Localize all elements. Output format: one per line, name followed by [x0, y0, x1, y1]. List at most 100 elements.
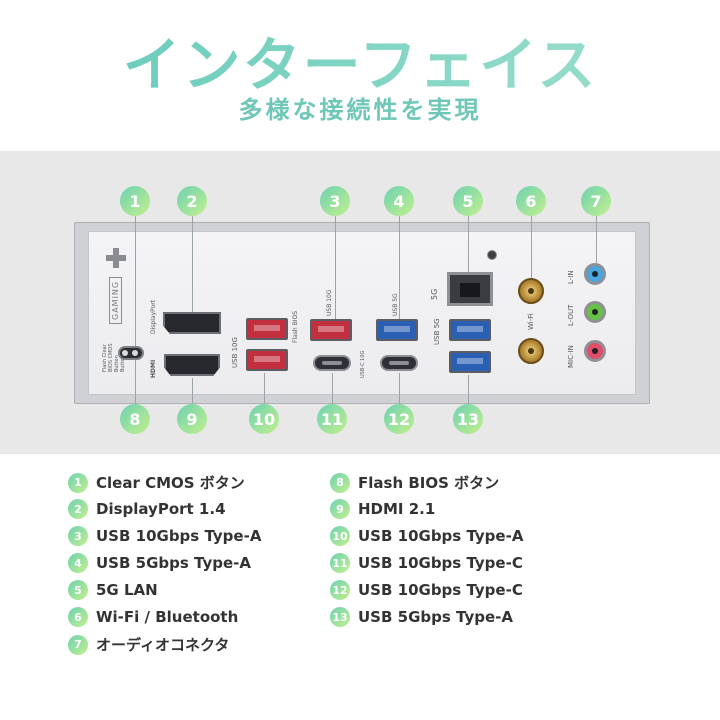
legend-item-11: 11 USB 10Gbps Type-C — [330, 553, 523, 573]
usb-10g-type-a-port — [310, 319, 352, 341]
wifi-label: Wi-Fi — [527, 313, 535, 330]
legend-text: 5G LAN — [96, 581, 158, 599]
line-in-label: L-IN — [567, 270, 575, 284]
legend-text: Clear CMOS ボタン — [96, 474, 245, 492]
leader-line-8 — [135, 360, 136, 404]
legend-text: オーディオコネクタ — [96, 636, 230, 654]
legend-text: Wi-Fi / Bluetooth — [96, 608, 239, 626]
legend-text: USB 10Gbps Type-C — [358, 581, 523, 599]
leader-line-12 — [399, 373, 400, 404]
gaming-logo: GAMING — [103, 248, 129, 328]
callout-badge-12: 12 — [384, 404, 414, 434]
cmos-button-label: Flash Clear BIOS CMOS Button Button — [102, 343, 126, 372]
lan-port — [447, 272, 493, 306]
displayport-port — [163, 312, 221, 334]
legend-text: Flash BIOS ボタン — [358, 474, 500, 492]
usb-5g-type-a-port — [376, 319, 418, 341]
legend-text: USB 5Gbps Type-A — [358, 608, 513, 626]
callout-badge-10: 10 — [249, 404, 279, 434]
legend-badge: 7 — [68, 634, 88, 655]
legend-item-7: 7 オーディオコネクタ — [68, 634, 229, 655]
legend-text: USB 10Gbps Type-A — [96, 527, 262, 545]
usb-c-port-left — [313, 355, 351, 371]
clear-cmos-button[interactable] — [118, 346, 144, 360]
leader-line-2 — [192, 216, 193, 312]
usb-10g-type-a-port-bottom — [246, 349, 288, 371]
legend-text: USB 10Gbps Type-A — [358, 527, 524, 545]
usbc-10g-label: USB-C 10G — [360, 350, 366, 378]
callout-badge-9: 9 — [177, 404, 207, 434]
callout-badge-1: 1 — [120, 186, 150, 216]
mic-in-label: MIC-IN — [567, 345, 575, 368]
legend-badge: 9 — [330, 499, 350, 519]
legend-text: USB 5Gbps Type-A — [96, 554, 251, 572]
legend-badge: 12 — [330, 580, 350, 600]
leader-line-10 — [264, 373, 265, 404]
leader-line-1 — [135, 216, 136, 346]
line-in-jack — [584, 263, 606, 285]
dpad-icon — [106, 248, 126, 268]
page-subtitle: 多様な接続性を実現 — [238, 96, 482, 124]
line-out-jack — [584, 301, 606, 323]
leader-line-5 — [468, 216, 469, 272]
leader-line-11 — [332, 373, 333, 404]
legend-item-9: 9 HDMI 2.1 — [330, 499, 435, 519]
legend-item-10: 10 USB 10Gbps Type-A — [330, 526, 523, 546]
legend-badge: 5 — [68, 580, 88, 600]
callout-badge-11: 11 — [317, 404, 347, 434]
wifi-antenna-connector-top — [518, 278, 544, 304]
mic-in-jack — [584, 340, 606, 362]
callout-badge-4: 4 — [384, 186, 414, 216]
legend-badge: 6 — [68, 607, 88, 627]
flash-bios-label: Flash BIOS — [292, 310, 299, 343]
hdmi-port — [164, 354, 220, 376]
screw-icon — [487, 250, 497, 260]
usb-10g-top-label: USB 10G — [326, 289, 333, 316]
legend-item-1: 1 Clear CMOS ボタン — [68, 472, 245, 493]
leader-line-6 — [531, 216, 532, 278]
legend-badge: 11 — [330, 553, 350, 573]
legend-item-12: 12 USB 10Gbps Type-C — [330, 580, 523, 600]
legend-text: DisplayPort 1.4 — [96, 500, 226, 518]
usb-5g-top-label: USB 5G — [392, 293, 399, 316]
legend-badge: 8 — [330, 472, 350, 493]
legend-item-6: 6 Wi-Fi / Bluetooth — [68, 607, 238, 627]
legend-item-5: 5 5G LAN — [68, 580, 158, 600]
usb-5g-type-a-port-top — [449, 319, 491, 341]
legend-text: HDMI 2.1 — [358, 500, 436, 518]
legend-badge: 2 — [68, 499, 88, 519]
hdmi-label: HDMI — [150, 359, 157, 378]
legend-badge: 10 — [330, 526, 350, 546]
wifi-antenna-connector-bottom — [518, 338, 544, 364]
legend-item-4: 4 USB 5Gbps Type-A — [68, 553, 251, 573]
callout-badge-8: 8 — [120, 404, 150, 434]
callout-badge-7: 7 — [581, 186, 611, 216]
legend-item-3: 3 USB 10Gbps Type-A — [68, 526, 261, 546]
usb-10g-type-a-port-top — [246, 318, 288, 340]
callout-badge-6: 6 — [516, 186, 546, 216]
callout-badge-13: 13 — [453, 404, 483, 434]
legend-badge: 3 — [68, 526, 88, 546]
usb-c-port-right — [380, 355, 418, 371]
legend-item-13: 13 USB 5Gbps Type-A — [330, 607, 513, 627]
legend-badge: 4 — [68, 553, 88, 573]
leader-line-9 — [192, 378, 193, 404]
lan-5g-label: 5G — [430, 288, 439, 300]
page-title: インターフェイス — [0, 18, 720, 102]
line-out-label: L-OUT — [567, 304, 575, 326]
leader-line-13 — [468, 375, 469, 404]
displayport-label: DisplayPort — [150, 299, 157, 334]
callout-badge-5: 5 — [453, 186, 483, 216]
legend-item-8: 8 Flash BIOS ボタン — [330, 472, 499, 493]
leader-line-7 — [596, 216, 597, 263]
legend-badge: 1 — [68, 472, 88, 493]
usb-5g-type-a-port-bottom — [449, 351, 491, 373]
callout-badge-3: 3 — [320, 186, 350, 216]
gaming-logo-text: GAMING — [109, 276, 122, 324]
legend-item-2: 2 DisplayPort 1.4 — [68, 499, 226, 519]
usb-10g-side-label: USB 10G — [231, 337, 239, 368]
leader-line-4 — [399, 216, 400, 319]
legend-text: USB 10Gbps Type-C — [358, 554, 523, 572]
legend-badge: 13 — [330, 607, 350, 627]
callout-badge-2: 2 — [177, 186, 207, 216]
